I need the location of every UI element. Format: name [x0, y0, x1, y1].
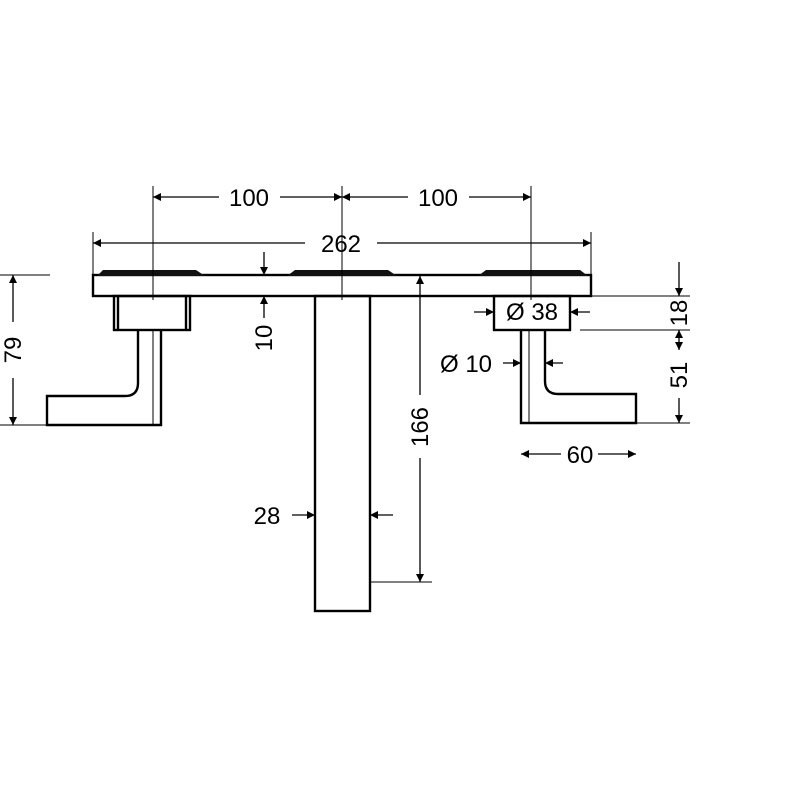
- dim-outlet-diameter: Ø 38: [474, 299, 590, 326]
- dim-outlet-diameter-label: Ø 38: [506, 299, 558, 326]
- dim-total-height-label: 79: [0, 337, 27, 364]
- dim-handle-length-label: 60: [567, 442, 594, 469]
- left-handle-boss: [112, 294, 192, 332]
- dim-spout-width-label: 28: [254, 503, 281, 530]
- dim-total-height: 79: [0, 274, 50, 426]
- dim-spout-width: 28: [254, 503, 393, 530]
- dim-center-left-label: 100: [229, 185, 269, 212]
- dim-handle-drop-label: 51: [666, 362, 693, 389]
- dim-outlet-depth-label: 18: [666, 300, 693, 327]
- dim-handle-length: 60: [521, 442, 636, 469]
- left-lever-handle: [45, 330, 163, 427]
- dim-overall-width-label: 262: [321, 231, 361, 258]
- dim-plate-thickness: 10: [251, 252, 278, 351]
- spout: [313, 294, 372, 613]
- dim-right-vertical: 18 51: [580, 262, 693, 424]
- right-plate-cap: [478, 270, 588, 276]
- right-lever-handle: [519, 330, 638, 425]
- dim-handle-diameter: Ø 10: [440, 351, 563, 378]
- left-plate-cap: [97, 270, 205, 276]
- dim-spout-projection-label: 166: [407, 407, 434, 447]
- dim-center-right: 100: [342, 185, 531, 212]
- dim-spout-projection: 166: [370, 276, 434, 583]
- dim-handle-diameter-label: Ø 10: [440, 351, 492, 378]
- dim-center-right-label: 100: [418, 185, 458, 212]
- dim-plate-thickness-label: 10: [251, 325, 278, 352]
- dim-center-left: 100: [153, 185, 342, 212]
- dim-overall-width: 262: [92, 231, 592, 275]
